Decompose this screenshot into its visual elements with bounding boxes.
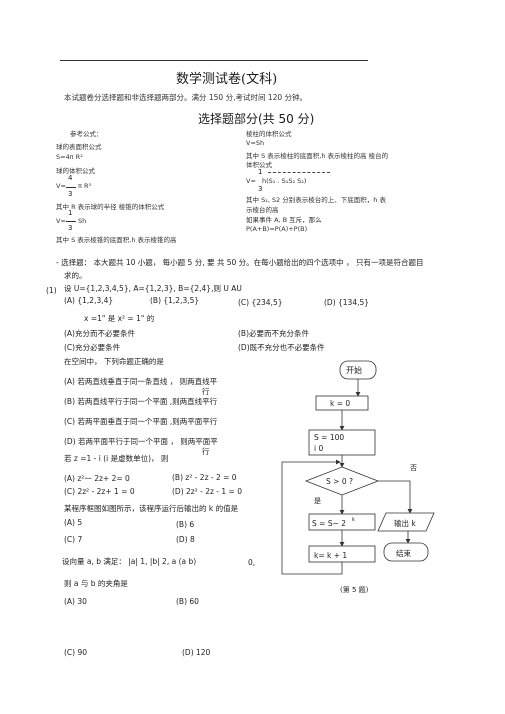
q6-option-a: (A) 30 [64,597,87,606]
flow-no-label: 否 [410,464,417,472]
frac-bar [66,187,76,188]
q4-option-d: (D) 2z² - 2z - 1 = 0 [172,487,242,496]
q4-stem: 若 z =1 - i (i 是虚数单位)， 则 [64,454,169,463]
formula-right-4: V= [246,177,256,185]
flow-update-s-sup: k [352,517,355,523]
q4-option-c: (C) 2z² - 2z+ 1 = 0 [64,487,135,496]
q1-stem: 设 U={1,2,3,4,5}, A={1,2,3}, B={2,4},则 U … [64,284,242,293]
q2-option-b: (B)必要而不充分条件 [238,329,309,338]
flow-end-shape [383,542,429,562]
q5-option-a: (A) 5 [64,518,83,527]
formula-left-2: S=4π R² [56,153,83,161]
page-title: 数学测试卷(文科) [176,72,278,87]
instruction-line-2: 求的。 [64,271,87,280]
frac-3-den: 3 [258,185,263,193]
flow-update-s-label: S = S− 2 [312,519,346,528]
flow-yes-label: 是 [314,497,321,505]
formula-right-9: P(A+B)=P(A)+P(B) [246,225,308,233]
q4-option-b: (B) z² - 2z - 2 = 0 [172,473,237,482]
q6-stem: 设向量 a, b 满足： |a| 1, |b| 2, a (a b) [62,557,197,566]
formula-left-6: 其中 R 表示球的半径 棱锥的体积公式 [56,203,165,211]
formula-left-8: Sh [78,217,87,225]
q1-option-b: (B) {1,2,3,5} [150,296,200,305]
q1-option-a: (A) {1,2,3,4} [64,296,114,305]
flow-init-s-box [308,429,376,456]
q3-option-d: (D) 若两平面平行于同一个平面 ， 则两平面平 [64,437,218,446]
q5-option-d: (D) 8 [176,535,195,544]
formula-left-4: V= [56,182,66,190]
frac-4-num: 4 [68,174,73,182]
flow-update-k-label: k= k + 1 [314,551,347,560]
q6-trail: 0, [248,558,256,567]
formula-right-5: h(S₁ . S₁S₂ S₂) [262,177,307,185]
q6-option-d: (D) 120 [182,648,211,657]
top-rule [60,60,368,61]
q3-option-d-cont: 行 [202,447,210,456]
q2-option-a: (A)充分而不必要条件 [64,329,135,338]
q3-option-a-cont: 行 [202,387,210,396]
q6-stem-2: 则 a 与 b 的夹角是 [64,579,128,588]
frac-1-num: 1 [258,168,263,176]
formula-right-0: 棱柱的体积公式 [246,130,292,138]
intro-text: 本试题卷分选择题和非选择题两部分。满分 150 分,考试时间 120 分钟。 [64,93,308,102]
q3-option-b: (B) 若两直线平行于同一个平面 ,则两直线平行 [64,397,218,406]
instruction-line-1: - 选择题： 本大题共 10 小题， 每小题 5 分, 要 共 50 分。在每小… [56,258,424,267]
flow-init-k-label: k = 0 [330,399,350,408]
flow-output-label: 输出 k [394,518,416,528]
flow-output-shape [377,512,435,532]
q1-option-c: (C) {234,5} [238,298,283,307]
formula-left-5: π R³ [78,182,92,190]
figure-caption: (第 5 题) [340,585,369,594]
q2-option-c: (C)充分必要条件 [64,343,121,352]
q6-option-c: (C) 90 [64,648,88,657]
q3-stem: 在空间中， 下列命题正确的是 [64,357,164,366]
q4-option-a: (A) z²一 2z+ 2= 0 [64,474,130,483]
frac-3-den: 3 [68,190,73,198]
formula-right-8: 如果事件 A, B 互斥，那么 [246,216,322,224]
q3-option-c: (C) 若两平面垂直于同一个平面 ,则两平面平行 [64,417,218,426]
formula-right-3: 体积公式 [246,161,272,169]
frac-1-num: 1 [68,209,73,217]
q5-option-c: (C) 7 [64,535,83,544]
formula-right-6: 其中 S₁, S2 分别表示棱台的上、下底面积，h 表 [246,196,386,204]
section-heading: 选择题部分(共 50 分) [198,112,315,126]
flow-init-i-label: i 0 [314,444,323,453]
formula-left-0: 参考公式： [70,130,103,138]
formula-left-9: 其中 S 表示棱锥的底面积,h 表示棱锥的高 [56,236,177,244]
flow-end-label: 结束 [396,548,411,558]
q3-option-a: (A) 若两直线垂直于同一条直线 ， 则两直线平 [64,377,218,386]
q2-option-d: (D)既不充分也不必要条件 [238,343,325,352]
frac-dash [268,172,330,173]
frac-3-den: 3 [68,224,73,232]
formula-left-1: 球的表面积公式 [56,143,102,151]
q6-option-b: (B) 60 [176,597,199,606]
formula-left-7: V= [56,217,66,225]
flow-decision-label: S > 0 ? [326,477,353,486]
q1-number: (1) [46,286,57,295]
formula-right-7: 示棱台的高 [246,206,279,214]
flow-start-label: 开始 [346,365,362,375]
q5-stem: 某程序框图如图所示，该程序运行后输出的 k 的值是 [64,504,239,513]
frac-bar [66,221,76,222]
q5-option-b: (B) 6 [176,520,195,529]
q1-option-d: (D) {134,5} [324,298,370,307]
formula-right-1: V=Sh [246,139,265,147]
flow-init-s-label: S = 100 [314,433,344,442]
q2-stem: x =1" 是 x² = 1" 的 [84,314,155,323]
formula-left-3: 球的体积公式 [56,167,95,175]
formula-right-2: 其中 S 表示棱柱的底面积,h 表示棱柱的高 棱台的 [246,152,389,160]
